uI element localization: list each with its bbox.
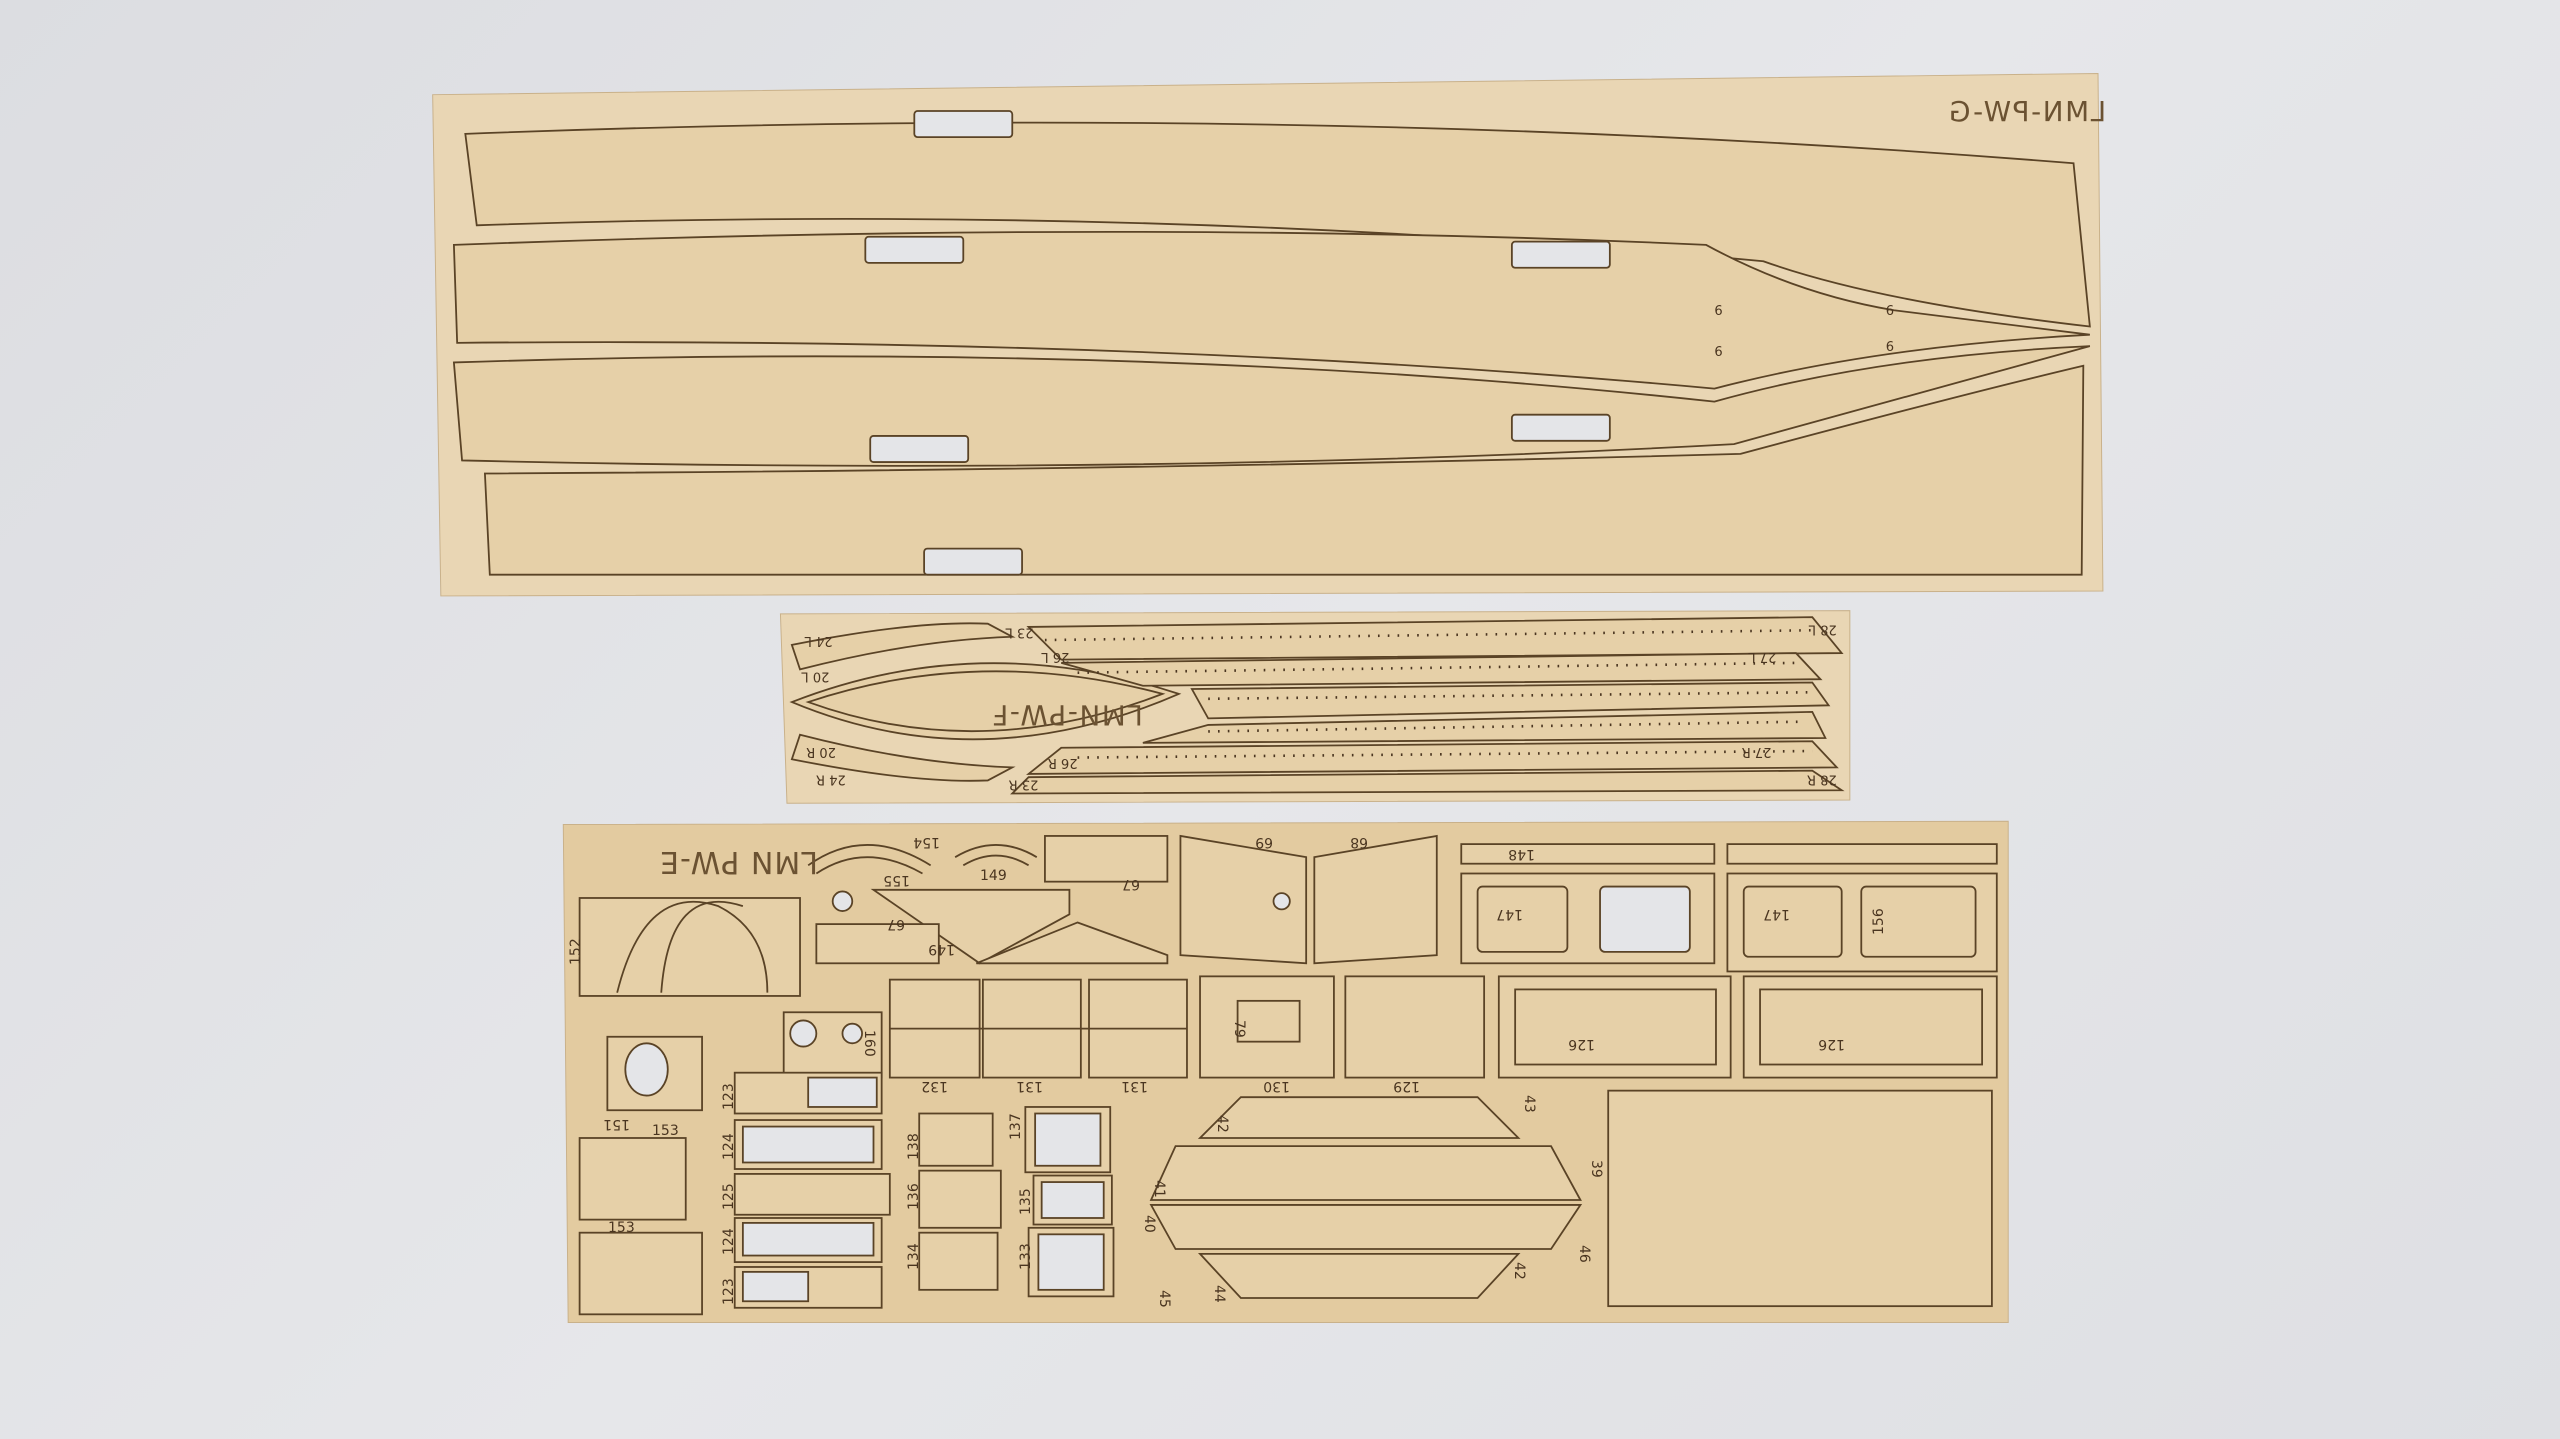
part-label: 68: [1350, 834, 1368, 850]
sheet-e-labels: LMN PW-E 155 154 149 67 69 68 148 147 14…: [568, 834, 1887, 1308]
part-label: 149: [928, 941, 955, 957]
part-label: 20 L: [801, 669, 830, 684]
part-label: 6: [1714, 304, 1722, 319]
part-label: 153: [608, 1220, 635, 1236]
part-label: 39: [1588, 1160, 1604, 1178]
part-label: 137: [1008, 1113, 1024, 1140]
part-label: 131: [1016, 1078, 1043, 1094]
sheet-g-label: LMN-PW-G: [1947, 95, 2106, 128]
part-label: 147: [1763, 906, 1790, 922]
part-label: 152: [568, 938, 584, 965]
part-label: 24 R: [816, 772, 846, 787]
part-label: 26 L: [1041, 649, 1070, 664]
part-label: 42: [1214, 1115, 1230, 1133]
sheet-g: LMN-PW-G 6 6 6 6: [432, 72, 2106, 597]
part-label: 20 R: [806, 744, 836, 759]
part-label: 160: [861, 1030, 877, 1057]
part-label: 130: [1263, 1078, 1290, 1094]
part-label: 26 R: [1048, 755, 1078, 770]
part-label: 41: [1151, 1180, 1167, 1198]
part-label: 79: [1231, 1020, 1247, 1038]
part-label: 45: [1156, 1290, 1172, 1308]
part-label: 24 L: [804, 633, 833, 648]
part-label: 67: [887, 916, 905, 932]
sheet-f: LMN-PW-F 24 L 23 L 26 L 27 L 28 L 24 R 2…: [779, 610, 1851, 804]
part-label: 155: [883, 872, 910, 888]
part-label: 124: [721, 1133, 737, 1160]
sheet-f-label: LMN-PW-F: [991, 698, 1143, 731]
part-label: 125: [721, 1183, 737, 1210]
part-label: 43: [1521, 1095, 1537, 1113]
part-label: 126: [1568, 1036, 1595, 1052]
part-label: 123: [721, 1083, 737, 1110]
part-label: 131: [1121, 1078, 1148, 1094]
part-label: 6: [1886, 304, 1894, 319]
part-label: 27 L: [1748, 649, 1777, 664]
sheet-e-label: LMN PW-E: [659, 844, 818, 879]
part-label: 67: [1122, 876, 1140, 892]
part-label: 126: [1818, 1036, 1845, 1052]
part-label: 28 L: [1808, 621, 1837, 636]
part-label: 138: [906, 1133, 922, 1160]
part-label: 153: [652, 1123, 679, 1139]
part-label: 42: [1511, 1262, 1527, 1280]
part-label: 149: [980, 868, 1007, 884]
part-label: 129: [1393, 1078, 1420, 1094]
sheet-e: [562, 820, 2009, 1323]
part-label: 44: [1211, 1285, 1227, 1303]
part-label: 136: [906, 1183, 922, 1210]
part-label: 40: [1141, 1215, 1157, 1233]
part-label: 147: [1496, 906, 1523, 922]
part-label: 46: [1576, 1245, 1592, 1263]
part-label: 6: [1886, 340, 1894, 355]
part-label: 28 R: [1807, 772, 1837, 787]
part-label: 151: [603, 1116, 630, 1132]
part-label: 156: [1871, 908, 1887, 935]
part-label: 133: [1018, 1243, 1034, 1270]
part-label: 23 R: [1009, 776, 1039, 791]
part-label: 135: [1018, 1188, 1034, 1215]
part-label: 69: [1255, 834, 1273, 850]
part-label: 6: [1714, 345, 1722, 360]
part-label: 132: [921, 1078, 948, 1094]
part-label: 124: [721, 1228, 737, 1255]
part-label: 134: [906, 1243, 922, 1270]
part-label: 154: [913, 834, 940, 850]
part-label: 123: [721, 1278, 737, 1305]
part-label: 27 R: [1742, 744, 1772, 759]
part-label: 23 L: [1005, 625, 1034, 640]
part-label: 148: [1508, 846, 1535, 862]
